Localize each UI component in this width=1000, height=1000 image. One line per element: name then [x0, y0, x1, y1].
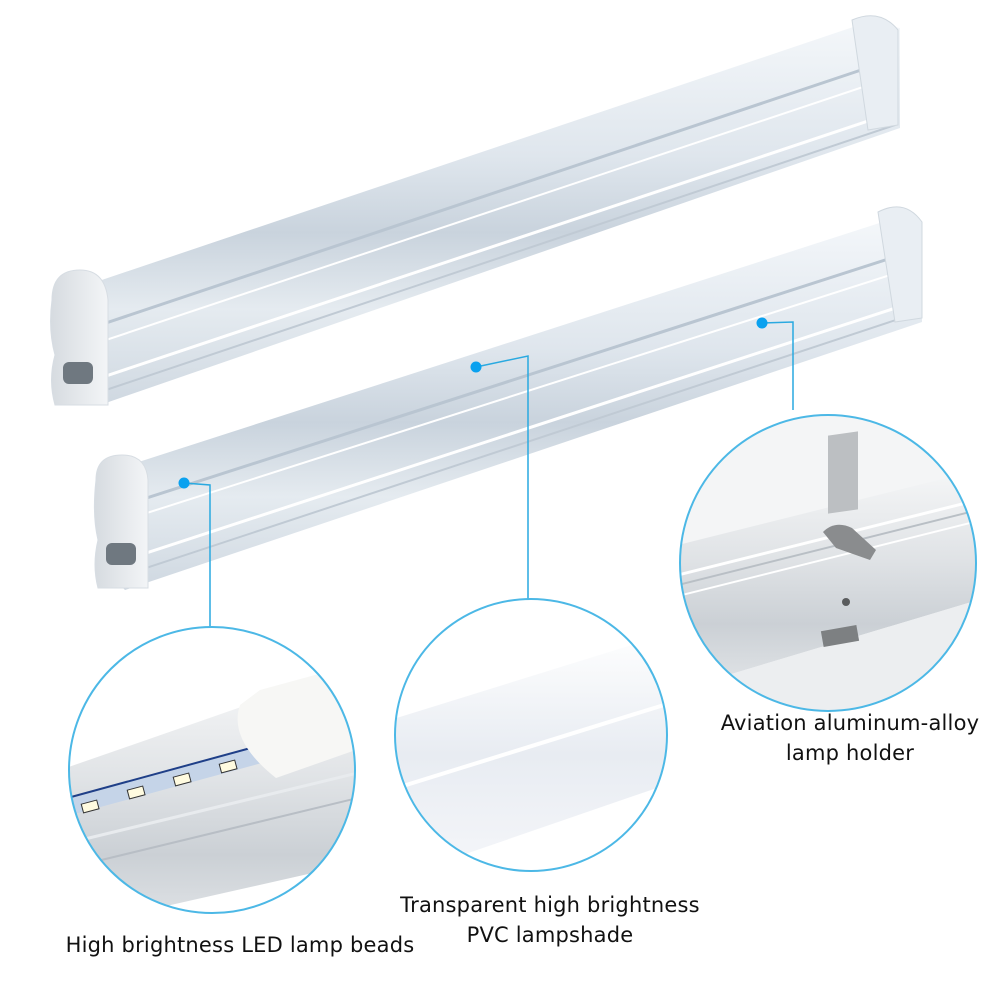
tube-fixture-top — [50, 15, 900, 406]
callout-dot-led-beads — [178, 477, 190, 489]
callout-leaders — [183, 321, 794, 645]
magnifier-circle-lampshade — [394, 598, 668, 872]
magnifier-circle-leds — [68, 626, 356, 914]
caption-line: High brightness LED lamp beads — [65, 933, 415, 957]
caption-lamp-holder: Aviation aluminum-alloy lamp holder — [700, 708, 1000, 768]
leader-line-pvc-shade — [475, 355, 529, 600]
tube-fixture-bottom — [93, 206, 923, 590]
callout-dot-pvc-shade — [470, 361, 482, 373]
caption-line: PVC lampshade — [466, 923, 634, 947]
caption-line: Transparent high brightness — [400, 893, 700, 917]
leader-line-lamp-holder — [761, 321, 794, 410]
caption-line: Aviation aluminum-alloy — [720, 711, 980, 735]
caption-line: lamp holder — [785, 741, 915, 765]
caption-pvc-lampshade: Transparent high brightness PVC lampshad… — [380, 890, 720, 950]
leader-line-led-beads — [183, 482, 211, 645]
magnifier-circle-clip — [679, 414, 977, 712]
callout-dot-lamp-holder — [756, 317, 768, 329]
caption-led-beads: High brightness LED lamp beads — [40, 930, 440, 960]
